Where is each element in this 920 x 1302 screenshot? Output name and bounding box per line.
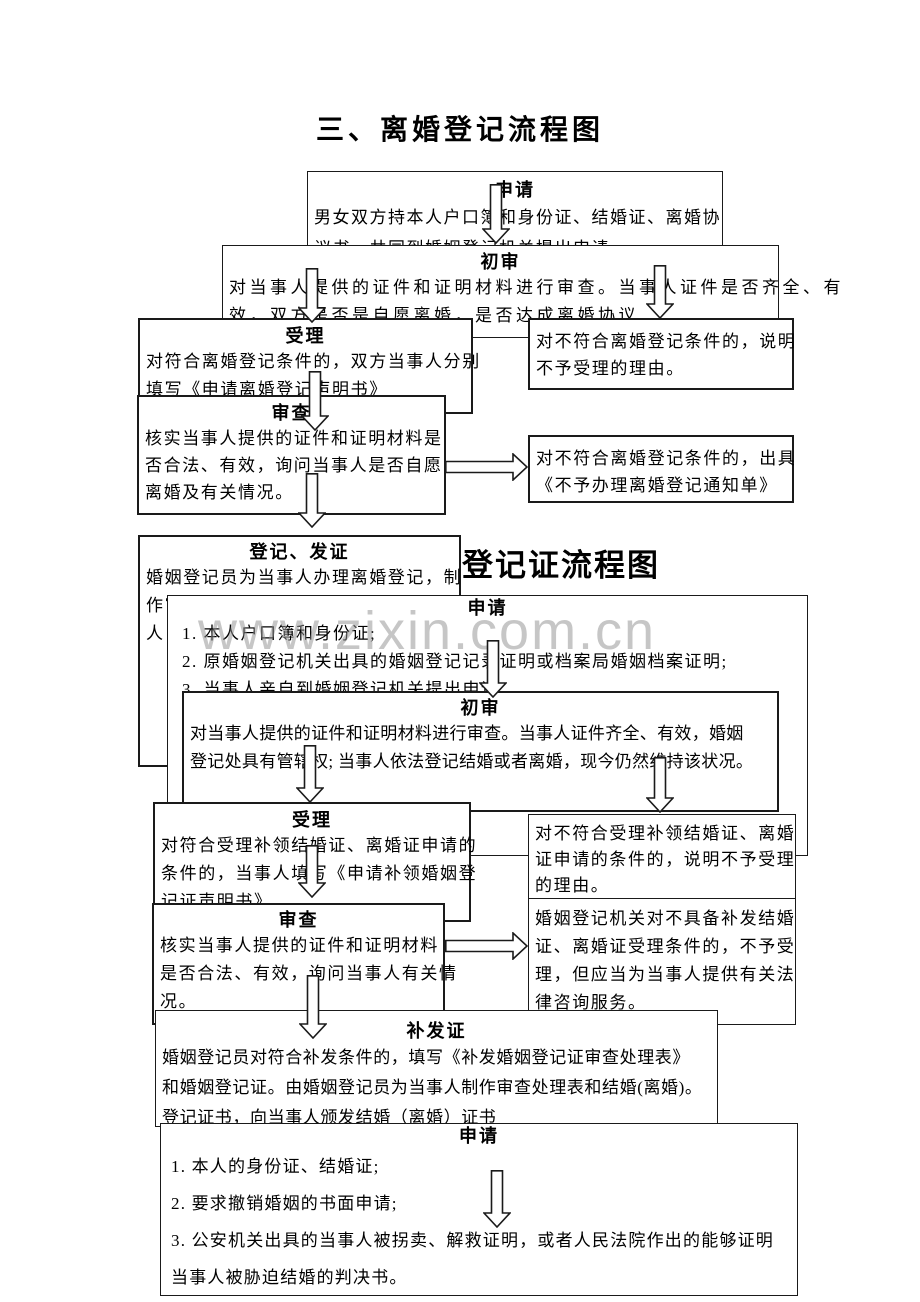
- box-text-line: 律咨询服务。: [535, 993, 647, 1012]
- flow-arrow-down-icon: [298, 268, 326, 323]
- flow-box-reject-notice: 对不符合离婚登记条件的，说明 不予受理的理由。: [528, 318, 797, 390]
- flow-box-apply: 申请 男女双方持本人户口簿和身份证、结婚证、离婚协 议书，共同到婚姻登记机关提出…: [307, 171, 723, 258]
- box-text-line: 婚姻登记员对符合补发条件的，填写《补发婚姻登记证审查处理表》: [162, 1048, 690, 1067]
- box-text-line: 人: [146, 624, 165, 643]
- flow-box-no-accept-notice: 婚姻登记机关对不具备补发结婚 证、离婚证受理条件的，不予受 理，但应当为当事人提…: [528, 898, 796, 1025]
- flow-box-examine: 审查 核实当事人提供的证件和证明材料是 否合法、有效，询问当事人是否自愿 离婚及…: [137, 395, 446, 515]
- box-label: 初审: [460, 698, 501, 718]
- flow-arrow-down-icon: [482, 184, 510, 244]
- flow-arrow-down-icon: [479, 640, 507, 698]
- box-text-line: 男女双方持本人户口簿和身份证、结婚证、离婚协: [314, 208, 721, 227]
- box-label: 申请: [495, 180, 535, 200]
- box-text-line: 条件的，当事人填写《申请补领婚姻登: [161, 864, 478, 883]
- box-text-line: 的理由。: [535, 876, 610, 895]
- box-label: 受理: [292, 810, 332, 830]
- box-text-line: 对不符合离婚登记条件的，说明: [536, 332, 797, 351]
- box-text-line: 理，但应当为当事人提供有关法: [535, 965, 796, 984]
- flow-arrow-down-icon: [298, 473, 326, 528]
- box-text-line: 证申请的条件的，说明不予受理: [535, 850, 796, 869]
- flow-arrow-down-icon: [483, 1170, 511, 1228]
- watermark: www.zixin.com.cn: [198, 601, 657, 661]
- box-text-line: 和婚姻登记证。由婚姻登记员为当事人制作审查处理表和结婚(离婚)。: [162, 1078, 703, 1097]
- box-label: 申请: [459, 1126, 499, 1146]
- flow-box-examine-2: 审查 核实当事人提供的证件和证明材料 是否合法、有效，询问当事人有关情 况。: [152, 903, 458, 1025]
- box-label: 受理: [285, 326, 326, 346]
- flow-arrow-down-icon: [301, 371, 329, 431]
- flow-arrow-down-icon: [646, 265, 674, 319]
- box-label: 审查: [271, 403, 312, 423]
- box-label: 申请: [467, 598, 508, 618]
- box-label: 登记、发证: [249, 542, 350, 562]
- flow-box-reject-notice-2: 对不符合受理补领结婚证、离婚 证申请的条件的，说明不予受理 的理由。: [528, 814, 796, 899]
- page-title: 三、离婚登记流程图: [315, 115, 604, 146]
- box-text-line: 3. 公安机关出具的当事人被拐卖、解救证明，或者人民法院作出的能够证明: [171, 1231, 774, 1250]
- box-text-line: 不予受理的理由。: [536, 359, 685, 378]
- flow-arrow-down-icon: [646, 757, 674, 813]
- flow-arrow-down-icon: [298, 845, 326, 898]
- flow-box-cancel-apply: 申请 1. 本人的身份证、结婚证; 2. 要求撤销婚姻的书面申请; 3. 公安机…: [160, 1123, 798, 1296]
- flow-arrow-right-icon: [445, 453, 528, 481]
- box-text-line: 否合法、有效，询问当事人是否自愿: [145, 456, 443, 475]
- box-text-line: 对不符合离婚登记条件的，出具: [536, 449, 797, 468]
- box-text-line: 况。: [160, 992, 198, 1011]
- box-text-line: 对不符合受理补领结婚证、离婚: [535, 824, 796, 843]
- box-text-line: 婚姻登记员为当事人办理离婚登记，制: [146, 568, 463, 587]
- box-text-line: 对符合受理补领结婚证、离婚证申请的: [161, 836, 478, 855]
- box-text-line: 当事人被胁迫结婚的判决书。: [171, 1268, 408, 1287]
- box-text-line: 登记处具有管辖权; 当事人依法登记结婚或者离婚，现今仍然维持该状况。: [190, 752, 754, 771]
- box-text-line: 婚姻登记机关对不具备补发结婚: [535, 909, 796, 928]
- box-text-line: 《不予办理离婚登记通知单》: [536, 476, 778, 495]
- box-text-line: 1. 本人户口簿和身份证;: [182, 624, 377, 643]
- flow-arrow-down-icon: [296, 745, 324, 803]
- box-label: 补发证: [406, 1021, 467, 1041]
- flow-box-initial-review-2: 初审 对当事人提供的证件和证明材料进行审查。当事人证件齐全、有效，婚姻 登记处具…: [182, 691, 779, 812]
- box-text-line: 核实当事人提供的证件和证明材料: [160, 936, 439, 955]
- box-text-line: 1. 本人的身份证、结婚证;: [171, 1157, 380, 1176]
- box-text-line: 对符合离婚登记条件的，双方当事人分别: [146, 352, 481, 371]
- box-text-line: 对当事人提供的证件和证明材料进行审查。当事人证件齐全、有效，婚姻: [190, 724, 744, 743]
- box-text-line: 2. 要求撤销婚姻的书面申请;: [171, 1194, 398, 1213]
- box-text-line: 证、离婚证受理条件的，不予受: [535, 937, 796, 956]
- box-text-line: 登记证书，向当事人颁发结婚（离婚）证书: [162, 1108, 497, 1127]
- flow-box-reject-doc: 对不符合离婚登记条件的，出具 《不予办理离婚登记通知单》: [528, 435, 797, 503]
- box-label: 审查: [278, 910, 319, 930]
- box-text-line: 是否合法、有效，询问当事人有关情: [160, 964, 458, 983]
- box-label: 初审: [480, 252, 521, 272]
- flow-arrow-right-icon: [445, 932, 528, 960]
- box-text-line: 核实当事人提供的证件和证明材料是: [145, 429, 443, 448]
- flow-arrow-down-icon: [299, 975, 327, 1039]
- box-text-line: 填写《申请离婚登记声明书》: [146, 380, 388, 399]
- box-text-line: 2. 原婚姻登记机关出具的婚姻登记记录证明或档案局婚姻档案证明;: [182, 652, 728, 671]
- flow-box-reissue: 补发证 婚姻登记员对符合补发条件的，填写《补发婚姻登记证审查处理表》 和婚姻登记…: [155, 1010, 718, 1127]
- section-title: 登记证流程图: [462, 548, 660, 583]
- box-text-line: 对当事人提供的证件和证明材料进行审查。当事人证件是否齐全、有: [229, 278, 844, 297]
- box-text-line: 离婚及有关情况。: [145, 483, 294, 502]
